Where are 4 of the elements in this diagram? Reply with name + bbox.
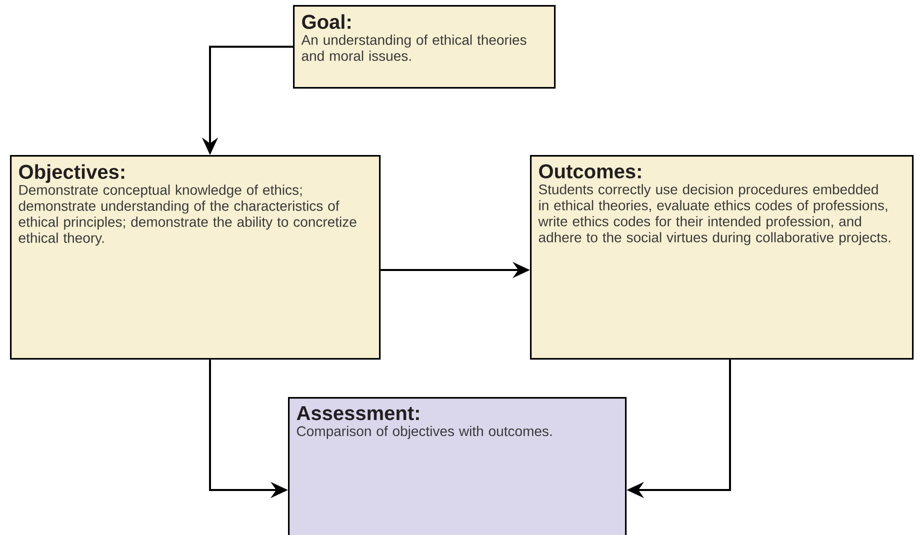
process-box: Outcomes: Students correctly use decision procedures embedded in ethical theories, evaluate ethics codes of professions, write ethics codes for their intended profession, and adhere to the social virtues during collaborative projects. [530,155,914,360]
process-box: Objectives: Demonstrate conceptual knowledge of ethics; demonstrate understanding of the characteristics of ethical principles; demonstrate the ability to concretize ethical theory. [10,155,381,360]
process-box: Assessment: Comparison of objectives with outcomes. [288,397,627,535]
process-box: Goal: An understanding of ethical theories and moral issues. [293,5,556,89]
